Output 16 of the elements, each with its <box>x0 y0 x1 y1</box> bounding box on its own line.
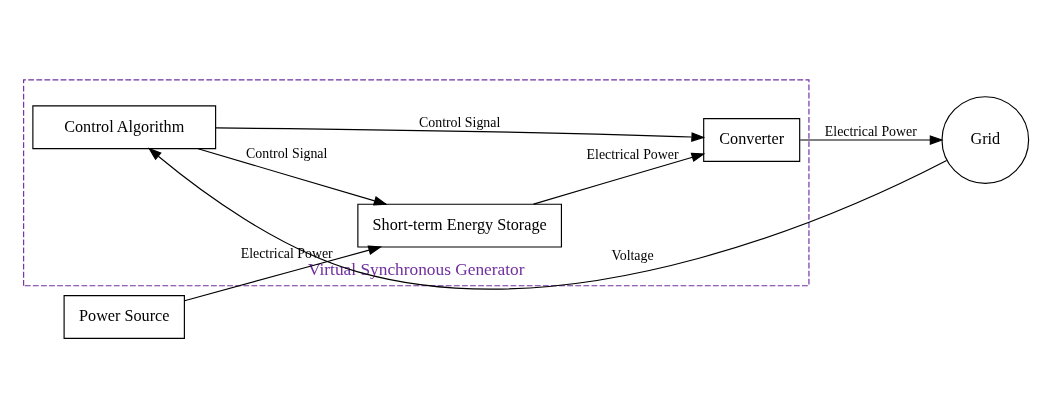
edge-label: Electrical Power <box>586 146 679 162</box>
node-box: Power Source <box>63 294 185 339</box>
edge-label: Control Signal <box>419 114 501 130</box>
edge-label: Voltage <box>611 247 654 263</box>
node-box: Converter <box>703 117 801 162</box>
node-circle: Grid <box>941 95 1030 184</box>
arrow <box>532 152 706 205</box>
arrow <box>184 245 383 301</box>
arrow <box>799 134 944 145</box>
edge-label: Electrical Power <box>824 123 917 139</box>
arrow <box>197 147 388 205</box>
node-box: Control Algorithm <box>32 104 217 149</box>
arrow <box>147 147 948 289</box>
arrow <box>215 126 706 142</box>
node-box: Short-term Energy Storage <box>357 203 562 248</box>
edge-label: Control Signal <box>246 145 328 161</box>
